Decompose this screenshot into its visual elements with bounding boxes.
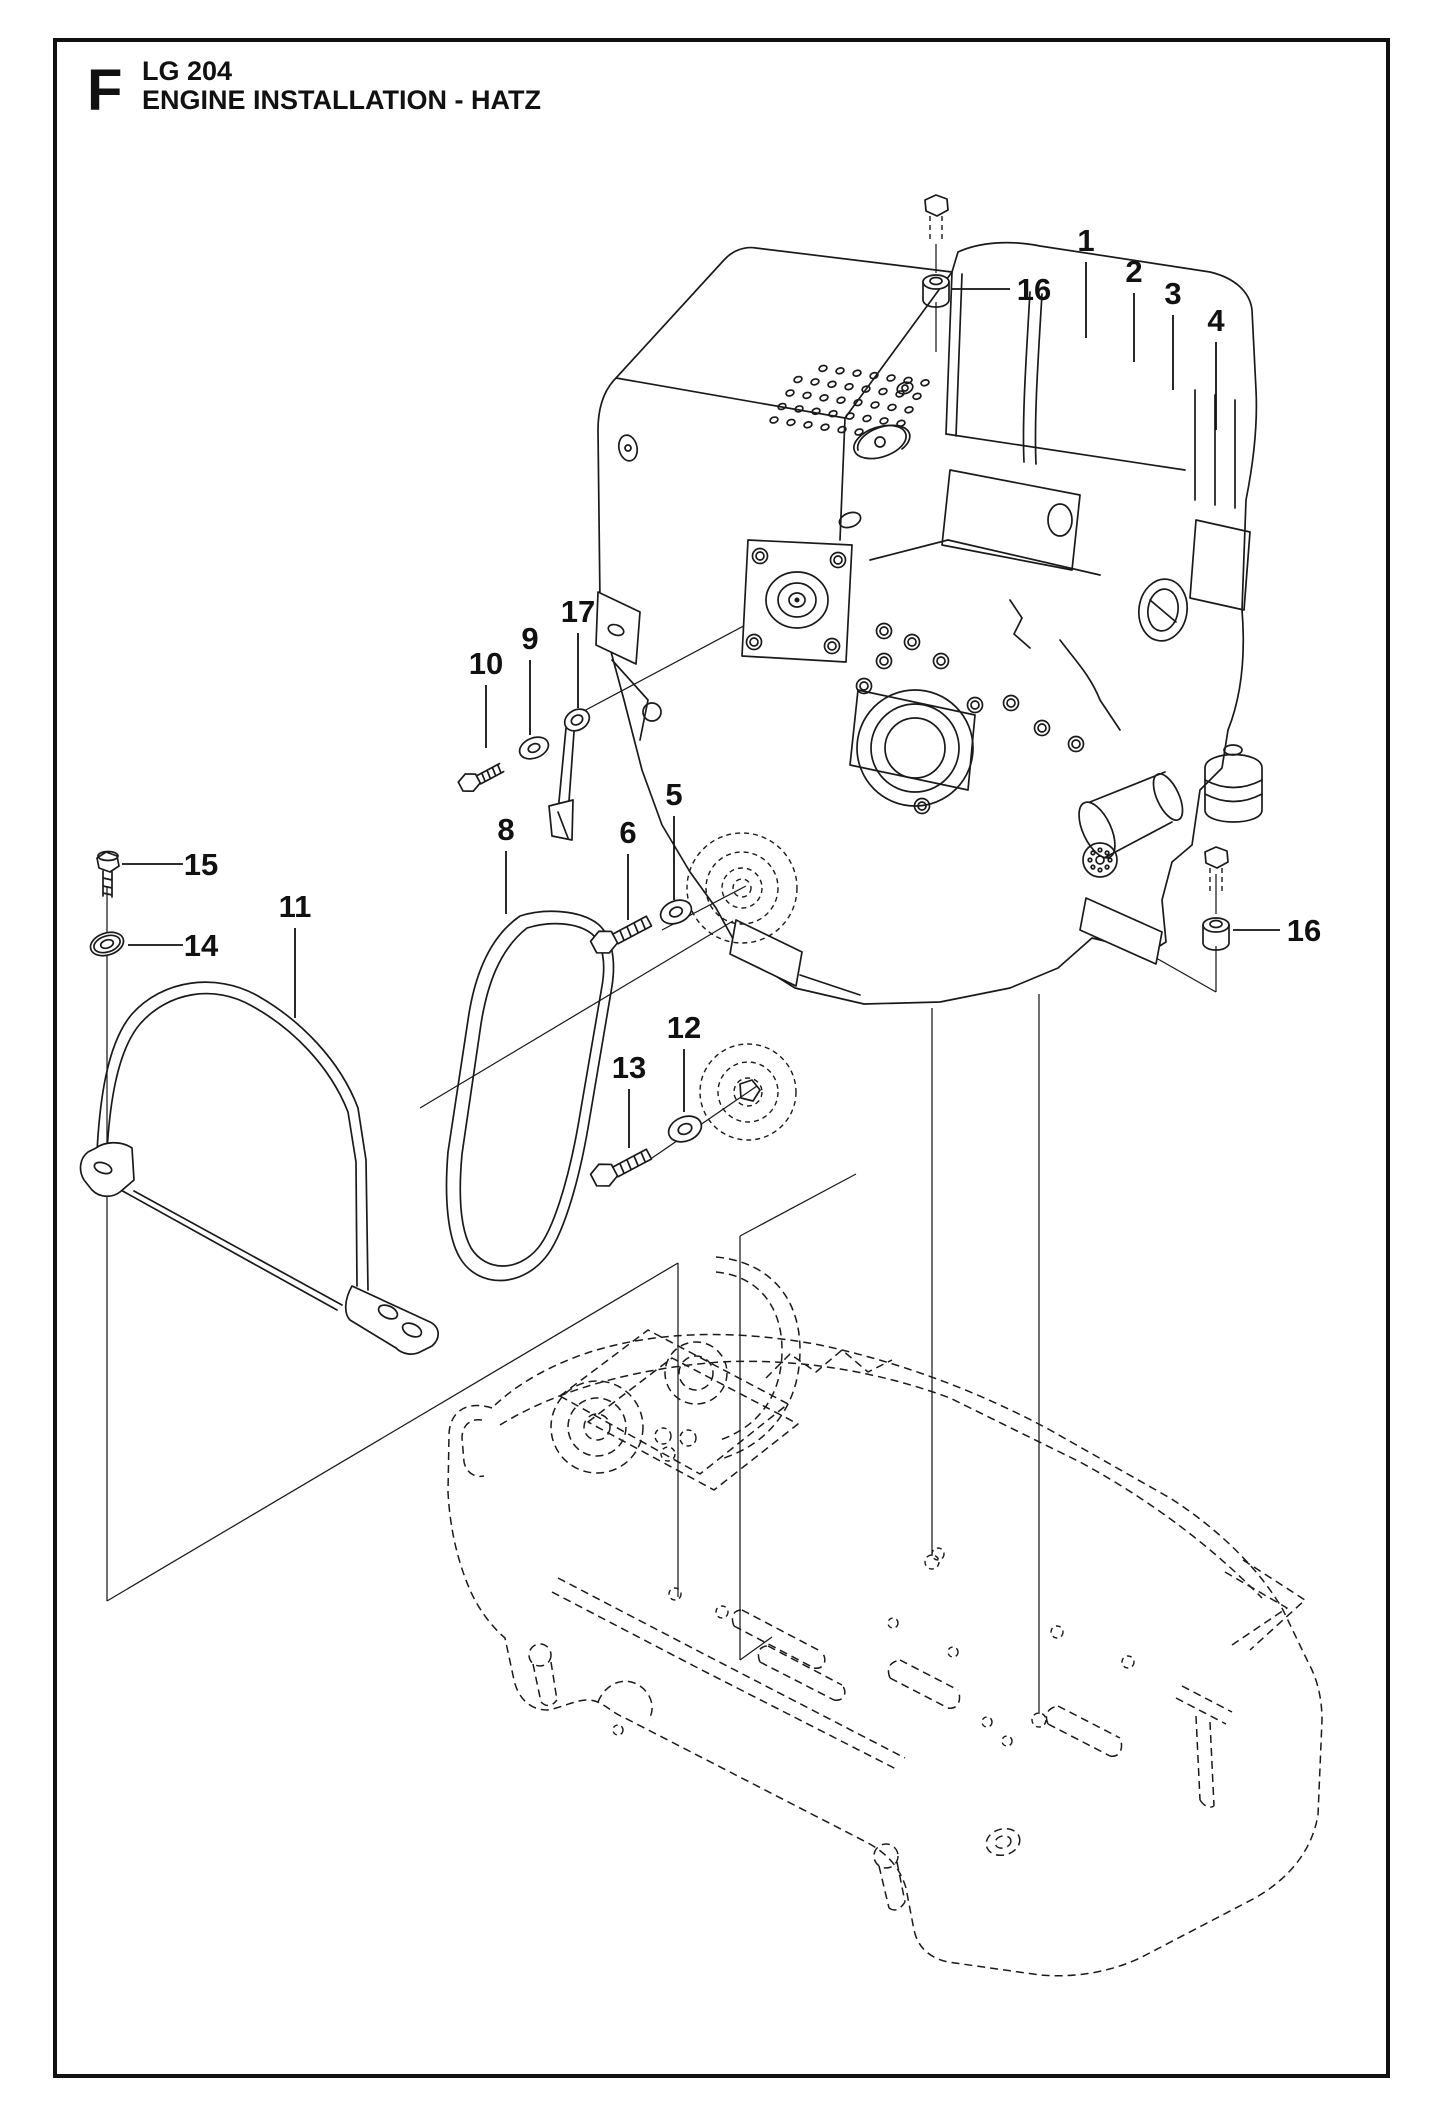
- callout-number-5: 5: [665, 777, 682, 812]
- callout-number-9: 9: [521, 621, 538, 656]
- callout-number-17: 17: [561, 594, 595, 629]
- screw-15: [96, 850, 120, 898]
- ghost-pulley-lower: [699, 1043, 797, 1141]
- callout-number-3: 3: [1164, 276, 1181, 311]
- callout-number-15: 15: [184, 847, 218, 882]
- bracket-17: [548, 708, 591, 841]
- callout-number-10: 10: [469, 646, 503, 681]
- washer-12: [667, 1115, 703, 1143]
- washer-14: [89, 931, 125, 957]
- callout-number-16: 16: [1287, 913, 1321, 948]
- figure-letter: F: [87, 58, 122, 123]
- callout-number-1: 1: [1077, 223, 1094, 258]
- engine-vent-holes: [769, 364, 930, 436]
- engine-illustration: [595, 241, 1263, 1005]
- callout-number-2: 2: [1125, 254, 1142, 289]
- engine-bolt-heads: [745, 547, 1085, 815]
- callout-number-4: 4: [1207, 303, 1225, 338]
- callout-number-14: 14: [184, 928, 219, 963]
- callout-number-6: 6: [619, 815, 636, 850]
- v-belt: [445, 910, 615, 1282]
- callout-number-13: 13: [612, 1050, 646, 1085]
- callout-number-11: 11: [279, 889, 312, 924]
- bolt-6: [589, 915, 653, 954]
- callout-number-8: 8: [497, 812, 514, 847]
- screw-10: [457, 762, 505, 793]
- perforated-disc: [1087, 847, 1113, 873]
- bolt-13: [589, 1148, 653, 1187]
- bushing-16-right: [1202, 917, 1230, 951]
- bushing-16-left: [922, 274, 950, 308]
- chassis-holes: [612, 1427, 1135, 1747]
- projection-lines: [106, 244, 1217, 1714]
- ghost-chassis: [447, 1256, 1323, 1977]
- callout-number-16: 16: [1017, 272, 1051, 307]
- washer-9: [518, 736, 550, 760]
- bolt-16-right: [1204, 846, 1229, 894]
- model-number: LG 204: [142, 56, 232, 86]
- page-border: [53, 38, 1390, 2078]
- belt-guard: [79, 981, 439, 1355]
- callout-number-12: 12: [667, 1010, 701, 1045]
- washer-5: [659, 899, 693, 925]
- ghost-pulley-upper: [686, 832, 798, 944]
- page-title: ENGINE INSTALLATION - HATZ: [142, 85, 541, 115]
- bolt-16-left: [924, 194, 949, 242]
